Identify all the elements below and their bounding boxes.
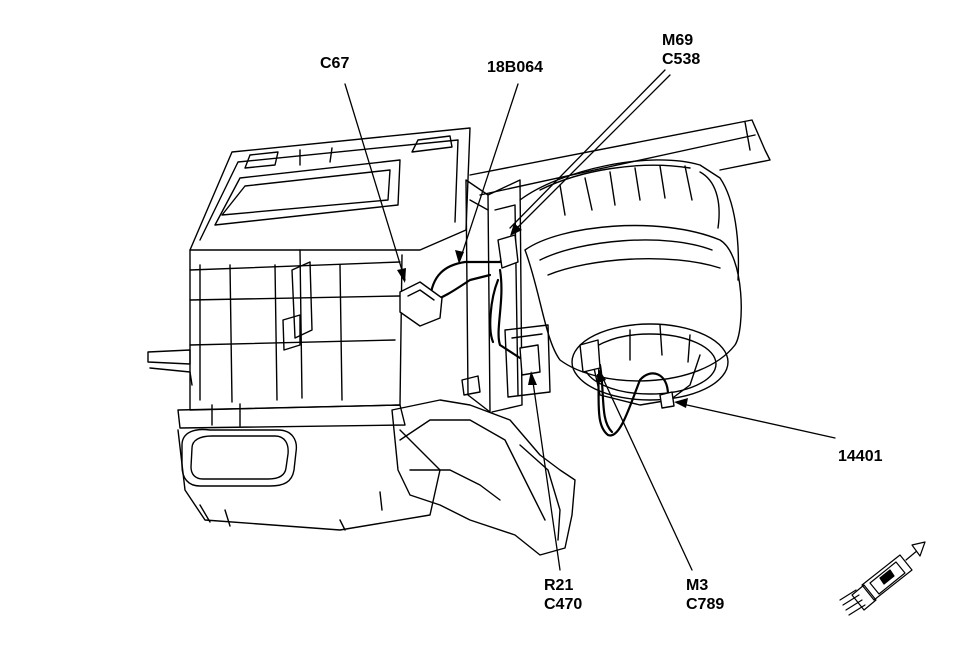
callout-14401-line1: 14401 <box>838 448 883 465</box>
callout-m3-line1: M3 <box>686 577 709 594</box>
leader-14401 <box>677 402 836 439</box>
callout-m69-c538: M69 C538 <box>662 31 700 69</box>
heater-case-drawing <box>147 127 576 556</box>
callout-m3-c789: M3 C789 <box>686 576 724 614</box>
leader-c67 <box>344 83 406 281</box>
callout-m69-line1: M69 <box>662 32 694 49</box>
leader-r21-c470 <box>531 374 561 571</box>
leader-m69-c538 <box>512 74 671 233</box>
leader-m3-c789 <box>599 371 693 571</box>
connector-orientation-icon <box>839 541 926 616</box>
callout-m69-line2: C538 <box>662 51 701 68</box>
callout-14401: 14401 <box>838 447 883 466</box>
callout-r21-c470: R21 C470 <box>544 576 582 614</box>
callout-18b064-line1: 18B064 <box>487 59 544 76</box>
callout-18b064: 18B064 <box>487 58 543 77</box>
mounting-plate-drawing <box>461 179 551 413</box>
callout-m3-line2: C789 <box>686 596 725 613</box>
callout-r21-line1: R21 <box>544 577 574 594</box>
callout-r21-line2: C470 <box>544 596 583 613</box>
connectors-drawing <box>399 234 675 409</box>
callout-c67: C67 <box>320 54 349 73</box>
callout-c67-line1: C67 <box>320 55 350 72</box>
leader-18b064 <box>459 83 519 261</box>
leader-lines <box>344 69 836 571</box>
